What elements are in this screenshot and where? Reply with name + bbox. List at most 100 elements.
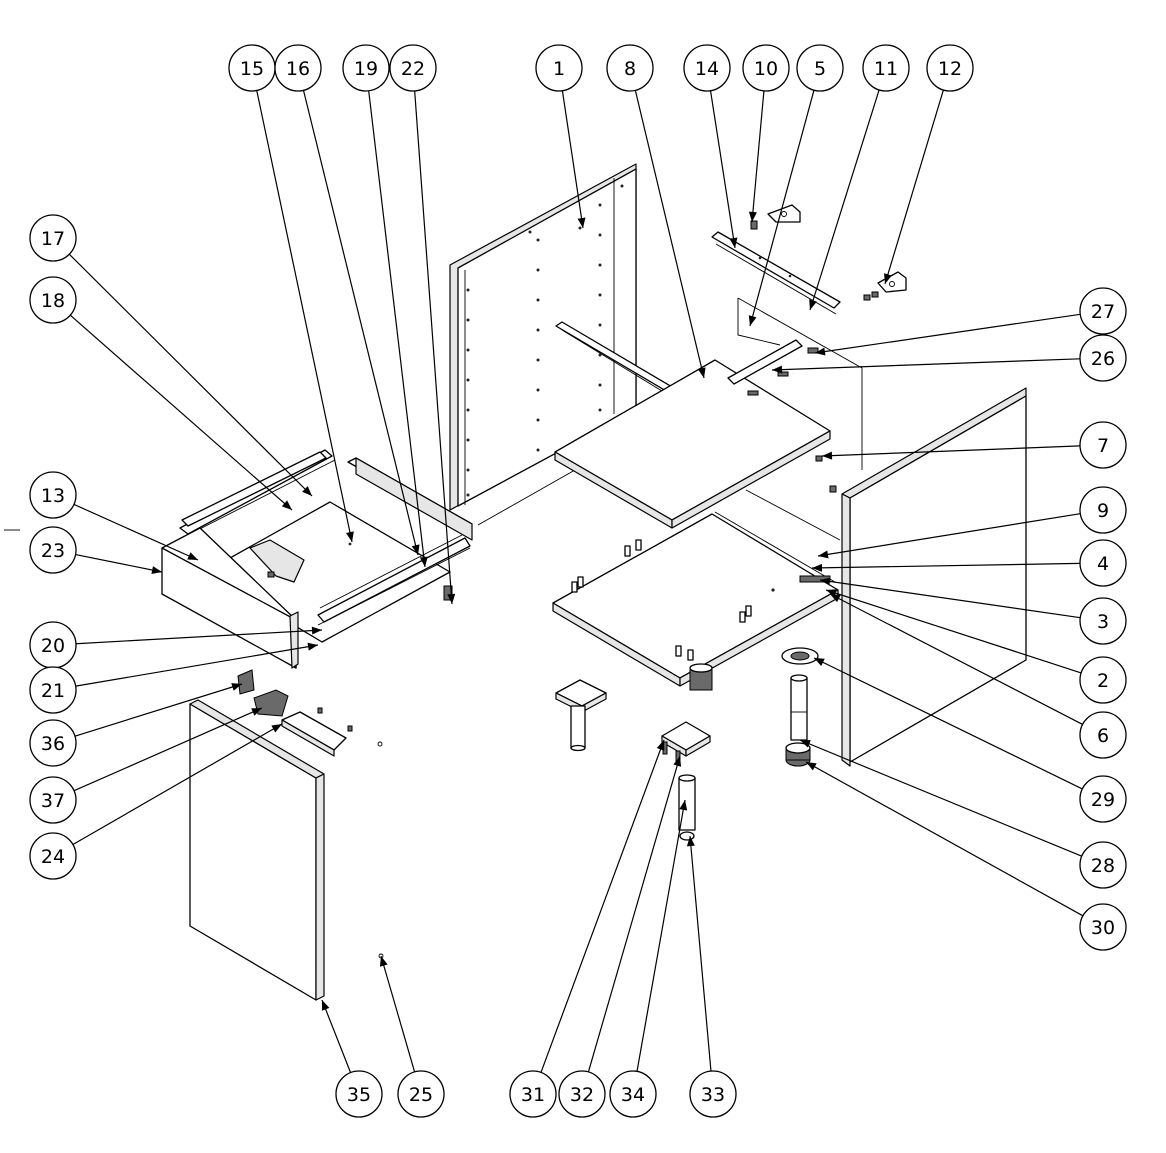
balloon-21: 21	[29, 666, 77, 714]
balloon-label: 28	[1091, 855, 1115, 877]
leader-line-35	[321, 999, 352, 1073]
balloon-36: 36	[29, 719, 77, 767]
leader-arrowhead-22	[447, 593, 456, 604]
balloon-label: 3	[1097, 611, 1109, 633]
drawer-box	[161, 449, 473, 669]
leg-assembly-left	[555, 679, 607, 752]
balloon-2: 2	[1079, 656, 1127, 704]
balloon-23: 23	[29, 526, 77, 574]
balloon-circle	[29, 214, 77, 262]
balloon-circle	[1079, 841, 1127, 889]
balloon-label: 23	[41, 540, 65, 562]
balloon-label: 7	[1097, 435, 1109, 457]
balloon-circle	[389, 44, 437, 92]
leveling-foot	[689, 663, 713, 691]
balloon-label: 24	[41, 846, 65, 868]
balloon-1: 1	[535, 44, 583, 92]
leader-arrowhead-12	[884, 273, 892, 284]
leader-line-13	[73, 503, 199, 561]
balloon-circle	[1079, 711, 1127, 759]
balloon-label: 12	[938, 58, 962, 80]
leader-arrowhead-25	[379, 956, 388, 967]
balloon-16: 16	[274, 44, 322, 92]
leader-arrowhead-1	[577, 217, 586, 228]
slide-clips	[237, 669, 383, 757]
leader-arrowhead-34	[679, 800, 688, 811]
balloon-label: 6	[1097, 725, 1109, 747]
balloon-label: 16	[286, 58, 310, 80]
balloon-13: 13	[29, 471, 77, 519]
balloon-label: 8	[624, 58, 636, 80]
balloon-label: 21	[41, 680, 65, 702]
balloon-circle	[29, 776, 77, 824]
leader-line-33	[689, 835, 712, 1072]
leader-arrowhead-9	[818, 550, 829, 559]
balloon-label: 22	[401, 58, 425, 80]
balloon-label: 35	[347, 1084, 371, 1106]
bottom-panel	[552, 511, 839, 687]
leader-line-4	[811, 562, 1081, 569]
leader-arrowhead-21	[307, 642, 318, 651]
balloon-30: 30	[1079, 903, 1127, 951]
balloon-31: 31	[509, 1070, 557, 1118]
balloon-25: 25	[397, 1070, 445, 1118]
balloon-label: 20	[41, 635, 65, 657]
balloon-circle	[29, 276, 77, 324]
leader-line-8	[634, 90, 705, 379]
balloon-circle	[342, 44, 390, 92]
leader-arrowhead-8	[697, 367, 706, 378]
balloon-10: 10	[742, 44, 790, 92]
leader-arrowhead-3	[820, 577, 831, 586]
leg-assembly-adjustable	[781, 647, 819, 767]
leader-arrowhead-26	[772, 365, 783, 374]
leader-arrowhead-17	[302, 486, 312, 496]
balloon-label: 2	[1097, 670, 1109, 692]
balloon-circle	[1079, 903, 1127, 951]
balloon-circle	[683, 44, 731, 92]
leader-line-19	[368, 90, 426, 568]
leader-line-30	[805, 761, 1084, 917]
leader-arrowhead-14	[729, 237, 738, 248]
balloon-20: 20	[29, 621, 77, 669]
front-door	[189, 699, 325, 1001]
balloon-circle	[742, 44, 790, 92]
leader-line-12	[884, 89, 944, 285]
balloon-label: 32	[570, 1084, 594, 1106]
leader-line-26	[771, 358, 1081, 371]
leader-line-14	[709, 90, 736, 249]
balloon-27: 27	[1079, 287, 1127, 335]
balloon-circle	[609, 1070, 657, 1118]
leader-arrowhead-13	[187, 552, 198, 560]
balloon-label: 37	[41, 790, 65, 812]
leader-line-18	[69, 314, 293, 511]
balloon-circle	[1079, 656, 1127, 704]
balloon-circle	[509, 1070, 557, 1118]
leader-line-16	[302, 90, 419, 556]
leader-arrowhead-30	[806, 762, 817, 771]
leader-arrowhead-33	[686, 836, 695, 847]
leader-arrowhead-19	[419, 556, 428, 567]
balloon-label: 15	[240, 58, 264, 80]
balloon-19: 19	[342, 44, 390, 92]
balloon-33: 33	[689, 1070, 737, 1118]
balloon-circle	[29, 666, 77, 714]
leader-arrowhead-35	[321, 1000, 330, 1011]
balloon-label: 1	[553, 58, 565, 80]
leader-line-15	[256, 90, 353, 543]
balloon-5: 5	[796, 44, 844, 92]
balloon-label: 33	[701, 1084, 725, 1106]
balloon-circle	[689, 1070, 737, 1118]
balloon-circle	[535, 44, 583, 92]
balloon-label: 9	[1097, 500, 1109, 522]
leader-line-31	[540, 739, 665, 1073]
leader-line-7	[821, 445, 1081, 457]
leader-line-3	[819, 579, 1081, 619]
balloon-label: 11	[874, 58, 898, 80]
balloon-label: 29	[1091, 789, 1115, 811]
balloon-18: 18	[29, 276, 77, 324]
balloon-circle	[1079, 597, 1127, 645]
balloon-circle	[274, 44, 322, 92]
balloon-circle	[1079, 539, 1127, 587]
leader-arrowhead-27	[815, 347, 826, 356]
